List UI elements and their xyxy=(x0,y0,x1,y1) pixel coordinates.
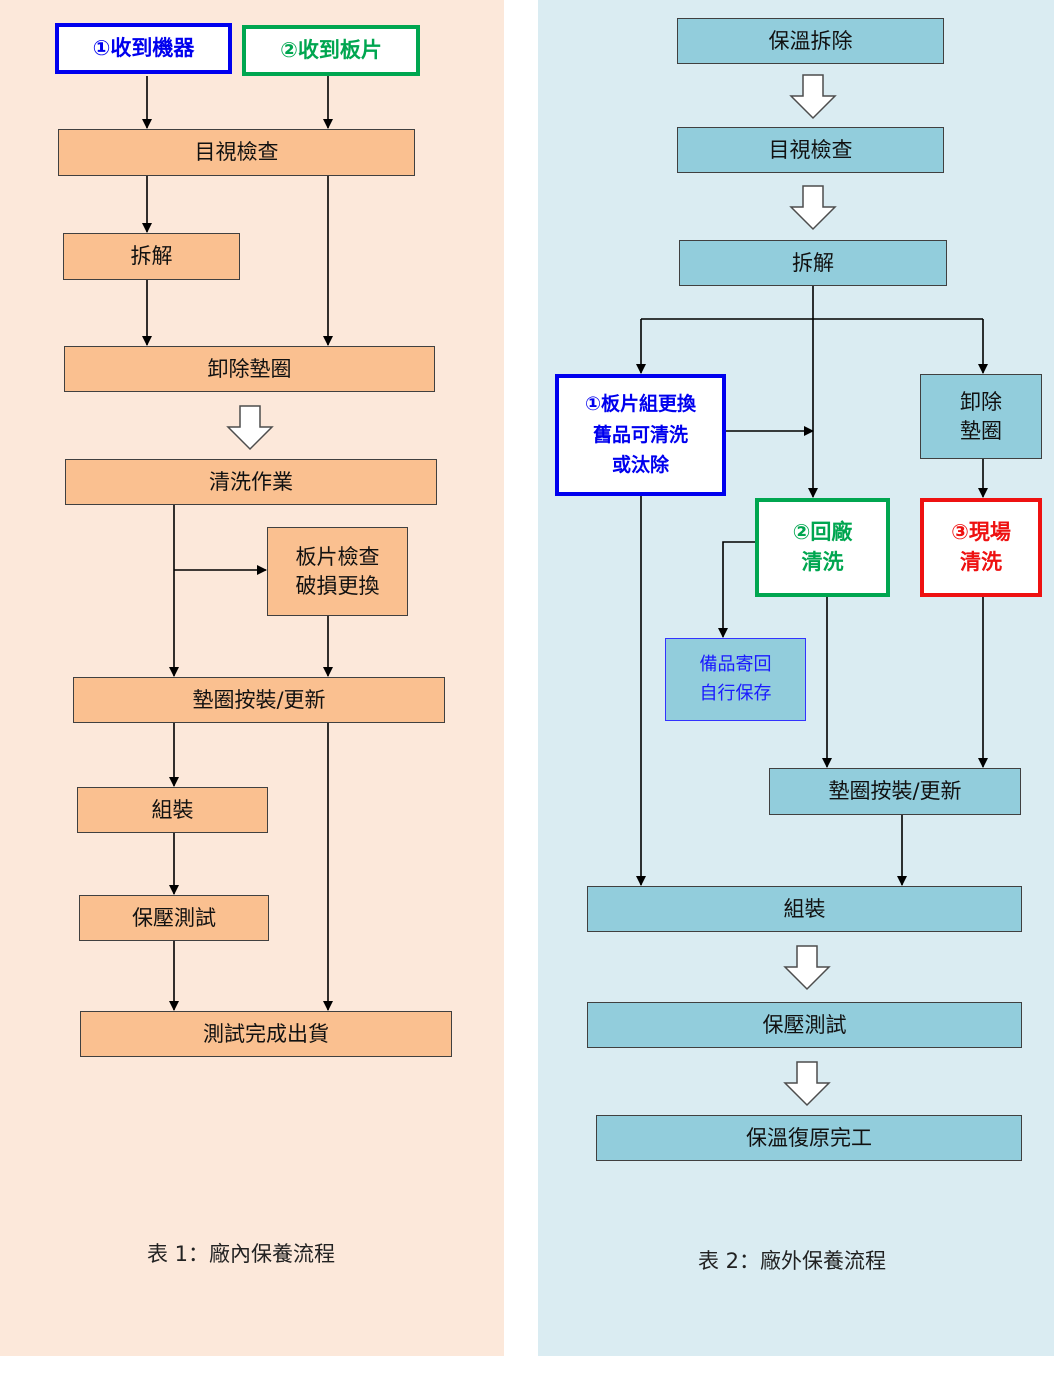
spare-return-box: 備品寄回 自行保存 xyxy=(665,638,806,721)
cleaning-box: 清洗作業 xyxy=(65,459,437,505)
remove-insulation-box: 保溫拆除 xyxy=(677,18,944,64)
right-gasket-install-box: 墊圈按裝/更新 xyxy=(769,768,1021,815)
cleaning-label: 清洗作業 xyxy=(209,469,293,494)
remove-gasket-box: 卸除墊圈 xyxy=(64,346,435,392)
restore-box: 保溫復原完工 xyxy=(596,1115,1022,1161)
right-assemble-label: 組裝 xyxy=(783,896,826,921)
plate-replace-box: ①板片組更換 舊品可清洗 或汰除 xyxy=(555,374,726,496)
right-disassemble-label: 拆解 xyxy=(792,250,834,275)
assemble-label: 組裝 xyxy=(151,797,194,822)
remove-insulation-label: 保溫拆除 xyxy=(768,28,853,53)
start-machine-box: ①收到機器 xyxy=(55,23,232,74)
factory-clean-box: ②回廠 清洗 xyxy=(755,498,890,597)
left-caption: 表 1：廠內保養流程 xyxy=(147,1242,336,1266)
disassemble-box: 拆解 xyxy=(63,233,240,280)
plate-replace-label: ①板片組更換 舊品可清洗 或汰除 xyxy=(584,393,697,477)
plate-check-label: 板片檢查 破損更換 xyxy=(295,545,380,598)
onsite-clean-box: ③現場 清洗 xyxy=(920,498,1042,597)
right-disassemble-box: 拆解 xyxy=(679,240,947,286)
right-remove-gasket-label: 卸除 墊圈 xyxy=(960,390,1002,443)
right-remove-gasket-box: 卸除 墊圈 xyxy=(920,374,1042,459)
plate-check-box: 板片檢查 破損更換 xyxy=(267,527,408,616)
right-assemble-box: 組裝 xyxy=(587,886,1022,932)
start-plates-label: ②收到板片 xyxy=(280,38,382,63)
pressure-test-box: 保壓測試 xyxy=(79,895,269,941)
disassemble-label: 拆解 xyxy=(130,244,173,269)
right-pressure-test-box: 保壓測試 xyxy=(587,1002,1022,1048)
right-caption: 表 2：廠外保養流程 xyxy=(698,1249,887,1273)
ship-label: 測試完成出貨 xyxy=(203,1021,329,1046)
factory-clean-label: ②回廠 清洗 xyxy=(792,520,853,574)
right-pressure-test-label: 保壓測試 xyxy=(762,1012,847,1037)
remove-gasket-label: 卸除墊圈 xyxy=(207,356,292,381)
pressure-test-label: 保壓測試 xyxy=(132,905,216,930)
ship-box: 測試完成出貨 xyxy=(80,1011,452,1057)
right-gasket-install-label: 墊圈按裝/更新 xyxy=(828,779,962,804)
onsite-clean-label: ③現場 清洗 xyxy=(951,520,1011,574)
right-visual-check-label: 目視檢查 xyxy=(768,137,853,162)
visual-check-label: 目視檢查 xyxy=(194,140,279,165)
start-machine-label: ①收到機器 xyxy=(92,36,195,61)
visual-check-box: 目視檢查 xyxy=(58,129,415,176)
gasket-install-label: 墊圈按裝/更新 xyxy=(192,687,326,712)
spare-return-label: 備品寄回 自行保存 xyxy=(699,653,772,704)
right-visual-check-box: 目視檢查 xyxy=(677,127,944,173)
assemble-box: 組裝 xyxy=(77,787,268,833)
restore-label: 保溫復原完工 xyxy=(746,1125,872,1150)
gasket-install-box: 墊圈按裝/更新 xyxy=(73,677,445,723)
start-plates-box: ②收到板片 xyxy=(242,25,420,76)
